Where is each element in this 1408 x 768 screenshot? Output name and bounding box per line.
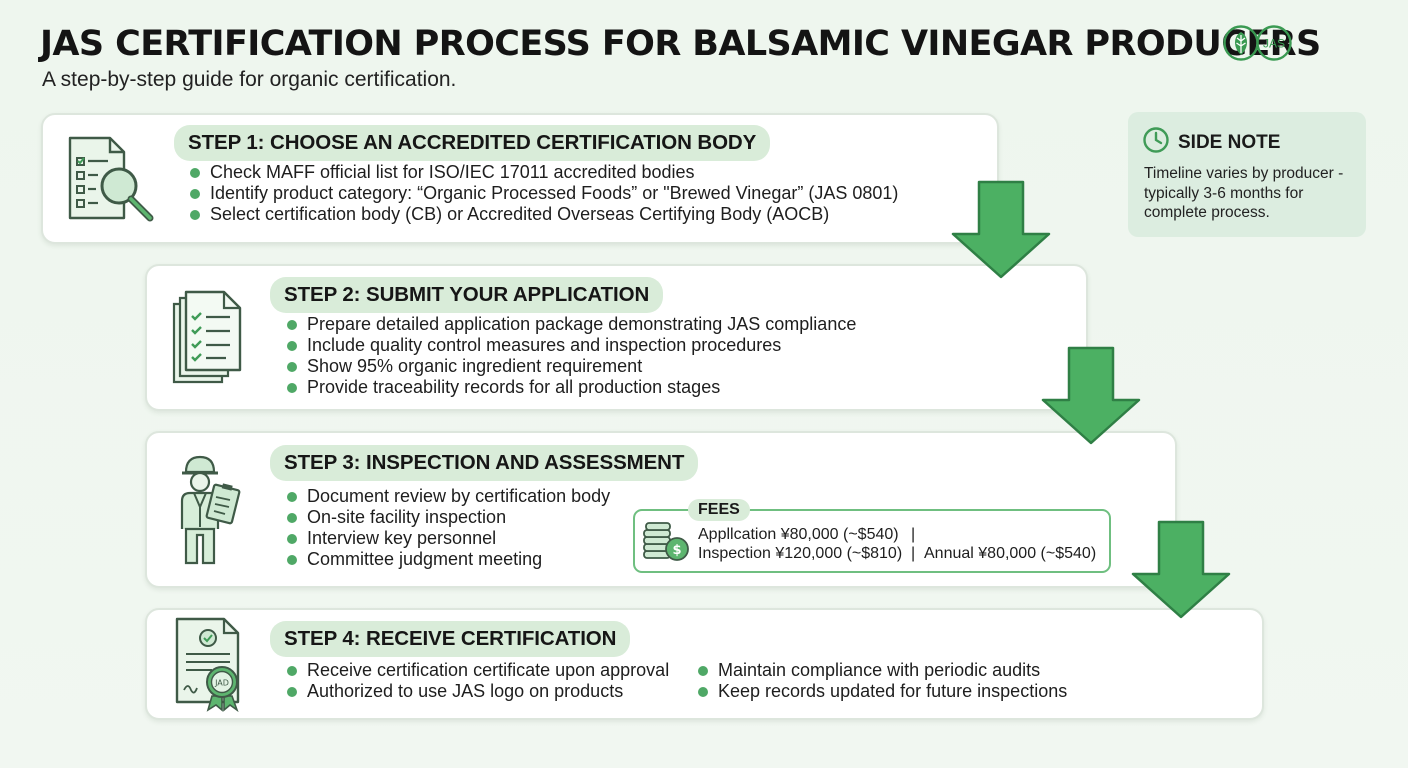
- coins-icon: $: [643, 522, 689, 561]
- side-note-title: SIDE NOTE: [1178, 132, 1281, 153]
- list-item: Document review by certification body: [285, 486, 610, 507]
- certificate-icon: JAD: [175, 617, 240, 712]
- step-2-list: Prepare detailed application package dem…: [285, 314, 856, 398]
- fee-annual: Annual ¥80,000 (~$540): [924, 545, 1097, 562]
- down-arrow-icon: [951, 180, 1051, 279]
- fees-label: FEES: [688, 499, 750, 521]
- list-item: Receive certification certificate upon a…: [285, 660, 669, 681]
- down-arrow-icon: [1131, 520, 1231, 619]
- list-item: Check MAFF official list for ISO/IEC 170…: [188, 162, 898, 183]
- list-item: On-site facility inspection: [285, 507, 610, 528]
- list-item: Provide traceability records for all pro…: [285, 377, 856, 398]
- list-item: Committee judgment meeting: [285, 549, 610, 570]
- list-item: Maintain compliance with periodic audits: [696, 660, 1067, 681]
- svg-text:$: $: [672, 543, 681, 558]
- checklist-magnifier-icon: [68, 136, 154, 222]
- list-item: Select certification body (CB) or Accred…: [188, 204, 898, 225]
- fee-inspection: Inspection ¥120,000 (~$810): [698, 545, 903, 562]
- step-1-heading: STEP 1: CHOOSE AN ACCREDITED CERTIFICATI…: [174, 125, 771, 161]
- list-item: Authorized to use JAS logo on products: [285, 681, 669, 702]
- list-item: Identify product category: “Organic Proc…: [188, 183, 898, 204]
- list-item: Interview key personnel: [285, 528, 610, 549]
- list-item: Prepare detailed application package dem…: [285, 314, 856, 335]
- step-3-heading: STEP 3: INSPECTION AND ASSESSMENT: [270, 445, 699, 481]
- fee-separator: |: [911, 526, 916, 543]
- page-subtitle: A step-by-step guide for organic certifi…: [42, 68, 457, 91]
- step-3-list: Document review by certification body On…: [285, 486, 610, 570]
- list-item: Show 95% organic ingredient requirement: [285, 356, 856, 377]
- page-title: JAS CERTIFICATION PROCESS FOR BALSAMIC V…: [40, 24, 1321, 64]
- step-1-list: Check MAFF official list for ISO/IEC 170…: [188, 162, 898, 225]
- inspector-icon: [180, 455, 241, 565]
- jas-logo-icon: JAS: [1223, 25, 1292, 61]
- side-note: SIDE NOTE Timeline varies by producer - …: [1128, 112, 1366, 237]
- step-2-heading: STEP 2: SUBMIT YOUR APPLICATION: [270, 277, 664, 313]
- step-4-list-left: Receive certification certificate upon a…: [285, 660, 669, 702]
- jas-logo-text: JAS: [1263, 37, 1285, 51]
- clock-icon: [1143, 127, 1169, 153]
- seal-text: JAD: [214, 679, 229, 688]
- list-item: Keep records updated for future inspecti…: [696, 681, 1067, 702]
- down-arrow-icon: [1041, 346, 1141, 445]
- list-item: Include quality control measures and ins…: [285, 335, 856, 356]
- fee-application: Appllcation ¥80,000 (~$540): [698, 526, 899, 543]
- side-note-text: Timeline varies by producer - typically …: [1144, 165, 1344, 221]
- step-4-list-right: Maintain compliance with periodic audits…: [696, 660, 1067, 702]
- document-stack-icon: [172, 290, 242, 384]
- step-4-heading: STEP 4: RECEIVE CERTIFICATION: [270, 621, 631, 657]
- fee-separator: |: [911, 545, 916, 562]
